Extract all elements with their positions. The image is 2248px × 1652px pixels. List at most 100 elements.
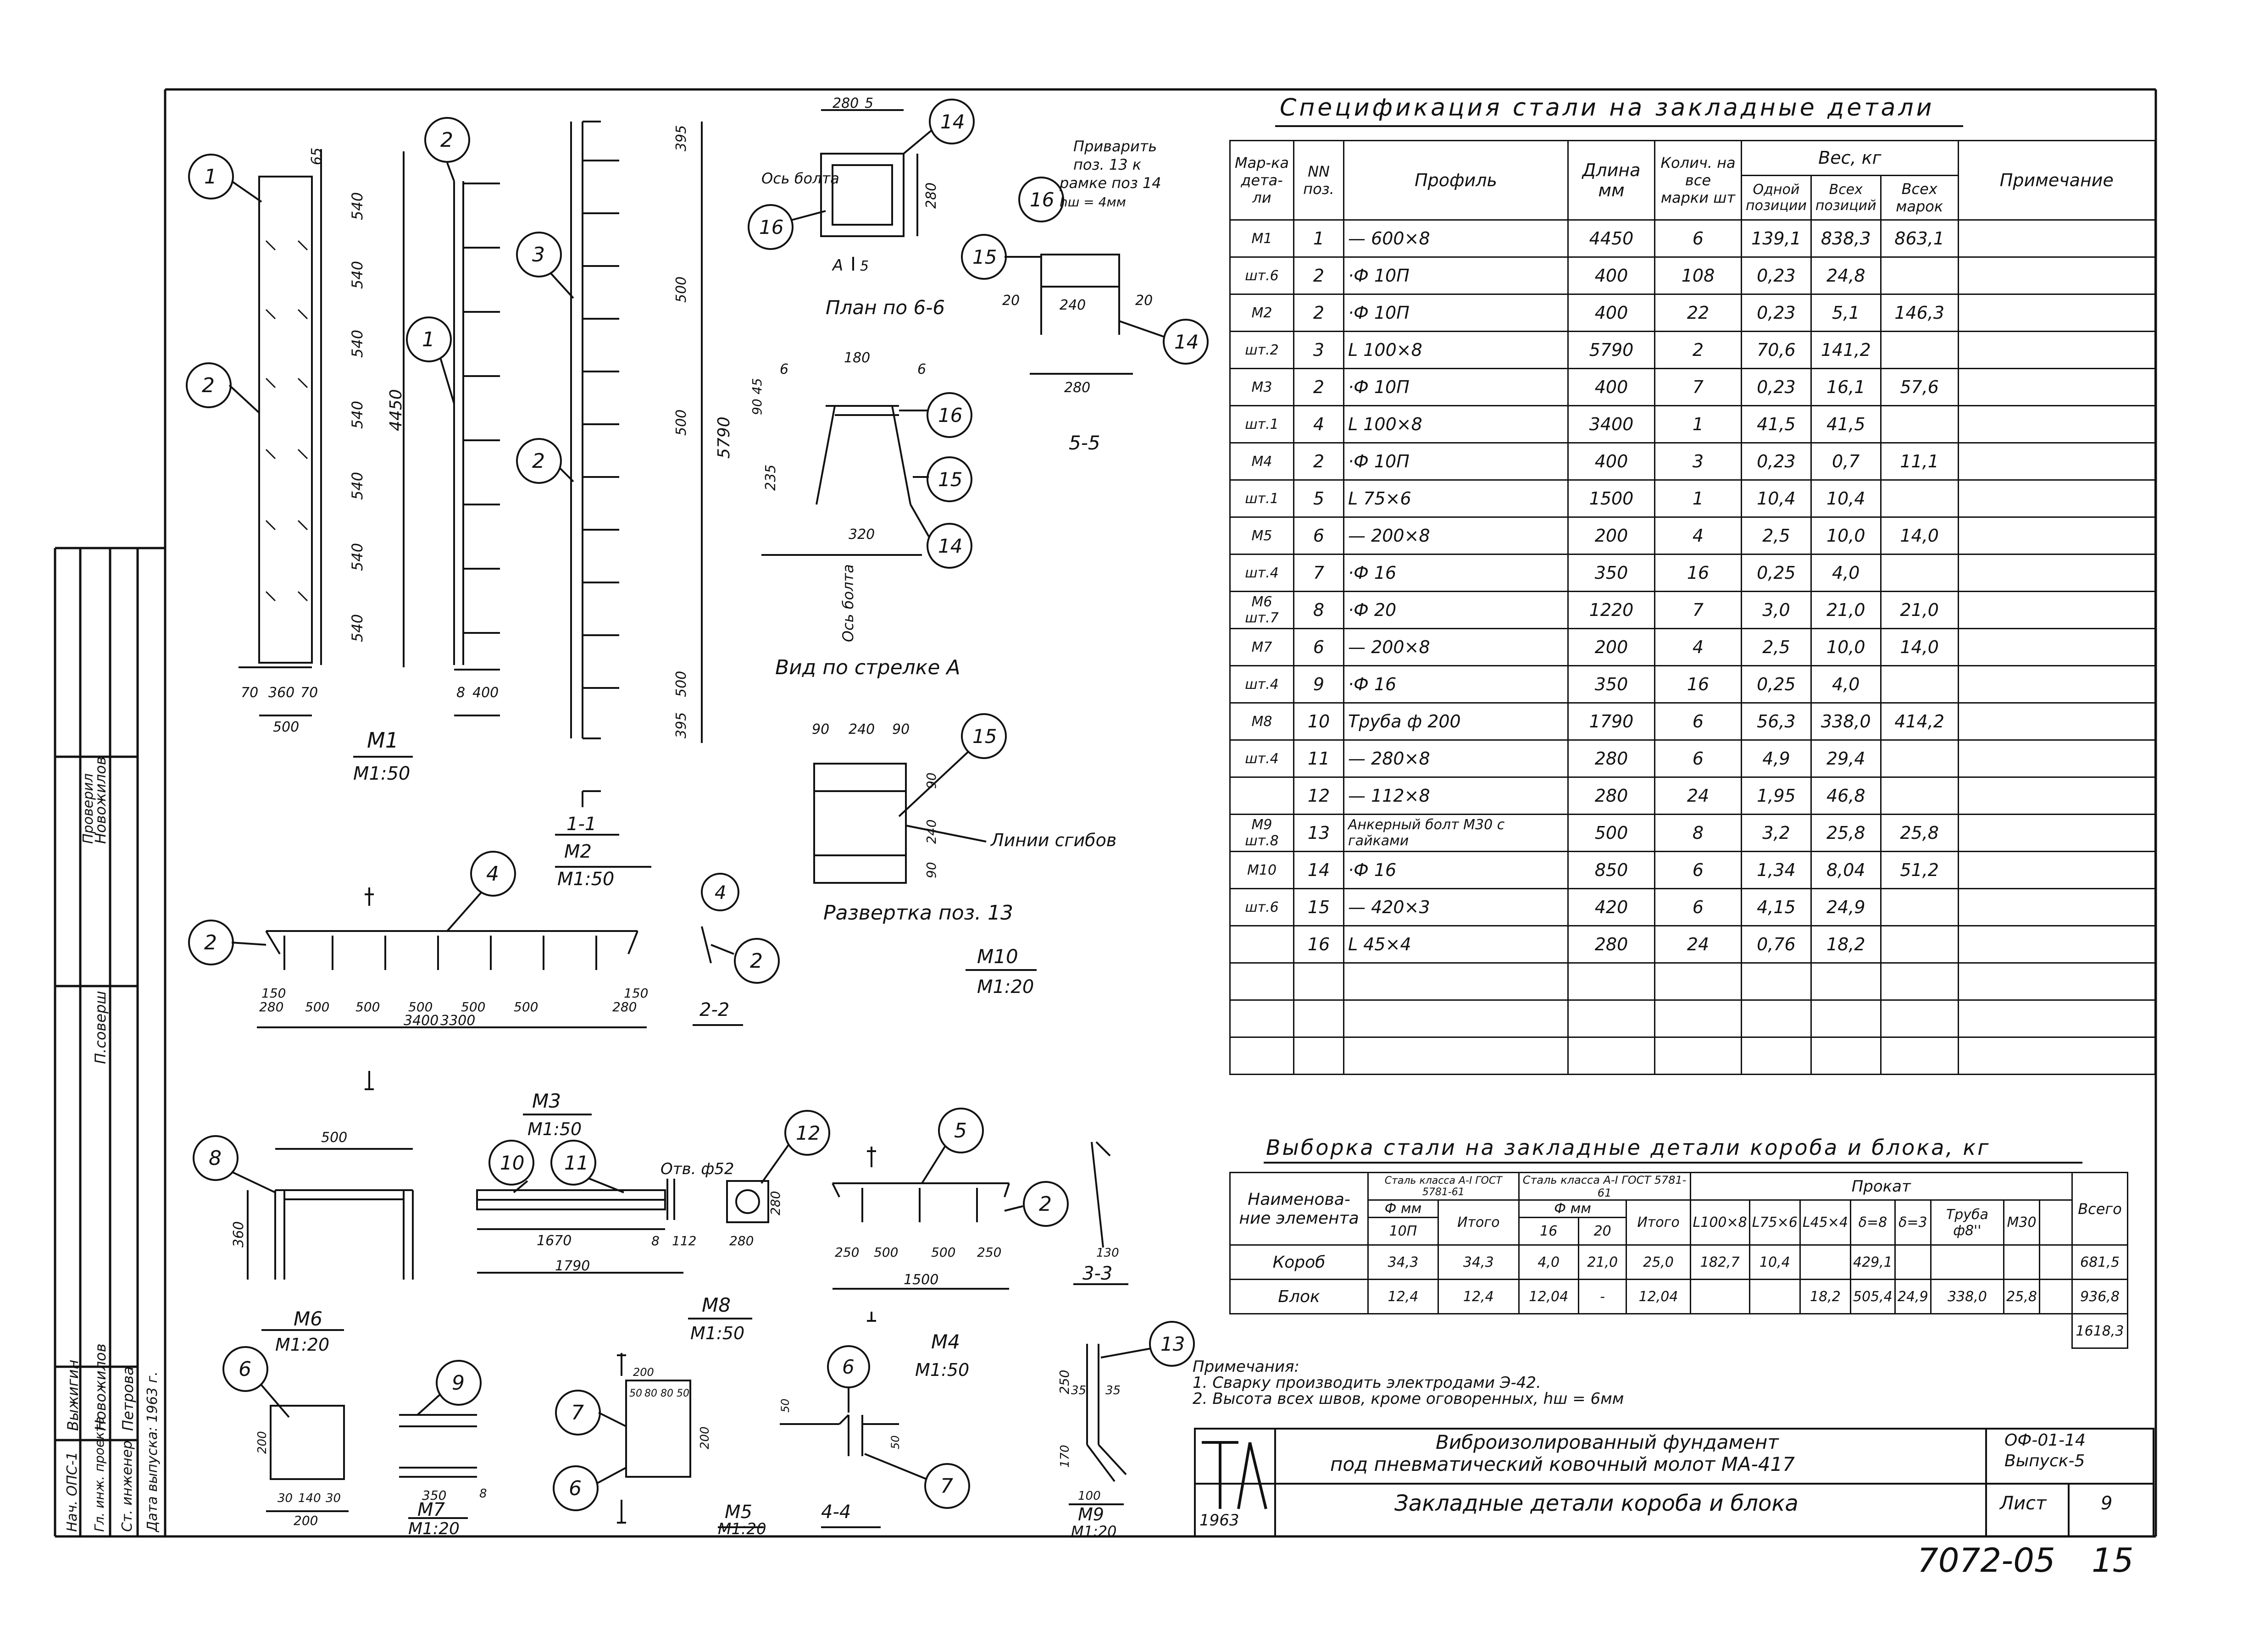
viewA-dim3: 90 bbox=[749, 399, 765, 415]
spec-cell-note bbox=[1957, 219, 2156, 258]
m5-dim7: 50 bbox=[889, 1435, 902, 1449]
spec-cell-mark: М3 bbox=[1229, 368, 1294, 406]
m1-label: М1 bbox=[367, 728, 399, 753]
m1-dim-w2: 360 bbox=[268, 685, 294, 701]
sel-cell-value bbox=[2003, 1244, 2040, 1280]
m9-dim1: 35 bbox=[1071, 1384, 1086, 1397]
spec-cell-length: 400 bbox=[1567, 368, 1655, 406]
spec-cell-w1: 56,3 bbox=[1741, 702, 1812, 741]
spec-cell-note bbox=[1957, 554, 2156, 592]
sheet-frame bbox=[54, 88, 2157, 1538]
sec22-drawing bbox=[693, 873, 780, 1026]
sel-col-7: L45×4 bbox=[1799, 1199, 1851, 1246]
spec-cell-mark: шт.6 bbox=[1229, 888, 1294, 926]
sel-col-2: 16 bbox=[1518, 1217, 1579, 1246]
spec-cell-wa: 838,3 bbox=[1810, 219, 1882, 258]
stamp-sheet-label: Лист bbox=[2000, 1493, 2047, 1514]
spec-cell-profile: ·Ф 16 bbox=[1343, 554, 1569, 592]
spec-h-pos: NN поз. bbox=[1293, 140, 1344, 221]
viewA-title: Вид по стрелке А bbox=[775, 656, 960, 679]
spec-cell-length: 1790 bbox=[1567, 702, 1655, 741]
spec-cell-wm bbox=[1880, 925, 1959, 964]
sec22-label: 2-2 bbox=[699, 999, 729, 1020]
spec-h-w1: Одной позиции bbox=[1741, 174, 1812, 221]
callout-13: 13 bbox=[1160, 1333, 1185, 1355]
spec-cell-empty bbox=[1741, 962, 1812, 1001]
selection-title: Выборка стали на закладные детали короба… bbox=[1266, 1135, 1991, 1160]
stamp-code-2: Выпуск-5 bbox=[2004, 1452, 2085, 1470]
m6-label: М6 bbox=[294, 1308, 322, 1330]
spec-cell-wa: 8,04 bbox=[1810, 851, 1882, 889]
spec-cell-pos: 16 bbox=[1293, 925, 1344, 964]
plan66-title: План по 6-6 bbox=[826, 296, 945, 319]
spec-cell-note bbox=[1957, 702, 2156, 741]
spec-cell-empty bbox=[1343, 999, 1569, 1038]
unfold-title: Развертка поз. 13 bbox=[823, 901, 1013, 925]
callout-14b: 14 bbox=[1174, 331, 1199, 353]
spec-cell-empty bbox=[1741, 999, 1812, 1038]
m4-dim4: 1500 bbox=[904, 1272, 938, 1288]
m5-dim6: 50 bbox=[779, 1398, 792, 1413]
notes-line-1: 1. Сварку производить электродами Э-42. bbox=[1193, 1374, 1541, 1392]
sel-cell-value: 12,4 bbox=[1437, 1279, 1520, 1314]
spec-cell-pos: 5 bbox=[1293, 479, 1344, 518]
spec-cell-note bbox=[1957, 814, 2156, 852]
m3-dim2: 500 bbox=[305, 999, 329, 1014]
spec-cell-empty bbox=[1880, 1037, 1959, 1075]
sel-h-dmm2: Ф мм bbox=[1518, 1199, 1627, 1218]
spec-cell-wm bbox=[1880, 665, 1959, 704]
weld-note-1: Приварить bbox=[1073, 138, 1157, 155]
unfold-drawing bbox=[813, 713, 1007, 884]
unfold-dim5: 90 bbox=[924, 862, 939, 878]
m9-scale: М1:20 bbox=[1071, 1523, 1116, 1540]
spec-cell-empty bbox=[1293, 962, 1344, 1001]
spec-h-weight: Вес, кг bbox=[1741, 140, 1959, 176]
spec-cell-w1: 41,5 bbox=[1741, 405, 1812, 443]
m7-dim1: 30 bbox=[278, 1491, 293, 1505]
stamp-code-1: ОФ-01-14 bbox=[2004, 1431, 2086, 1450]
callout-16c: 16 bbox=[938, 404, 962, 427]
spec-cell-qty: 24 bbox=[1654, 776, 1742, 815]
unfold-dim3: 90 bbox=[924, 772, 939, 789]
spec-h-wm: Всех марок bbox=[1880, 174, 1959, 221]
m10-label: М10 bbox=[977, 945, 1018, 968]
spec-cell-wa: 46,8 bbox=[1810, 776, 1882, 815]
spec-cell-mark: М10 bbox=[1229, 851, 1294, 889]
m8-dim0: 1670 bbox=[537, 1233, 572, 1249]
viewA-dim2: 6 bbox=[917, 361, 926, 377]
spec-cell-wm: 57,6 bbox=[1880, 368, 1959, 406]
spec-cell-wa: 29,4 bbox=[1810, 739, 1882, 778]
side-r2b: Новожилов bbox=[92, 1343, 109, 1431]
spec-cell-mark: шт.1 bbox=[1229, 405, 1294, 443]
notes-line-2: 2. Высота всех швов, кроме оговоренных, … bbox=[1193, 1390, 1624, 1408]
spec-cell-w1: 0,25 bbox=[1741, 665, 1812, 704]
spec-cell-note bbox=[1957, 776, 2156, 815]
m9-drawing bbox=[1069, 1321, 1195, 1505]
sel-cell-value: - bbox=[1577, 1279, 1627, 1314]
m4-dim3: 250 bbox=[977, 1245, 1001, 1260]
spec-cell-wm bbox=[1880, 739, 1959, 778]
m5-dim0: 200 bbox=[633, 1366, 654, 1379]
spec-cell-note bbox=[1957, 405, 2156, 443]
m2-dim-3: 500 bbox=[673, 671, 689, 697]
sel-cell-value: 25,0 bbox=[1626, 1244, 1691, 1280]
spec-cell-wm: 51,2 bbox=[1880, 851, 1959, 889]
side-r3a: Ст. инженер bbox=[119, 1440, 135, 1532]
spec-cell-pos: 9 bbox=[1293, 665, 1344, 704]
spec-cell-note bbox=[1957, 331, 2156, 369]
spec-cell-note bbox=[1957, 479, 2156, 518]
spec-cell-empty bbox=[1810, 962, 1882, 1001]
spec-cell-mark: М5 bbox=[1229, 516, 1294, 555]
m7-dim2: 140 bbox=[298, 1491, 321, 1505]
m3-dim1: 280 bbox=[259, 999, 283, 1014]
sel-h-steel2: Сталь класса А-I ГОСТ 5781-61 bbox=[1518, 1172, 1691, 1201]
spec-cell-mark: шт.4 bbox=[1229, 554, 1294, 592]
spec-cell-wa: 18,2 bbox=[1810, 925, 1882, 964]
m3-dim10: 3300 bbox=[440, 1013, 475, 1029]
callout-12: 12 bbox=[796, 1122, 820, 1144]
bend-lines-label: Линии сгибов bbox=[990, 830, 1116, 850]
sel-h-all: Всего bbox=[2071, 1172, 2128, 1246]
spec-cell-wa: 10,0 bbox=[1810, 628, 1882, 666]
